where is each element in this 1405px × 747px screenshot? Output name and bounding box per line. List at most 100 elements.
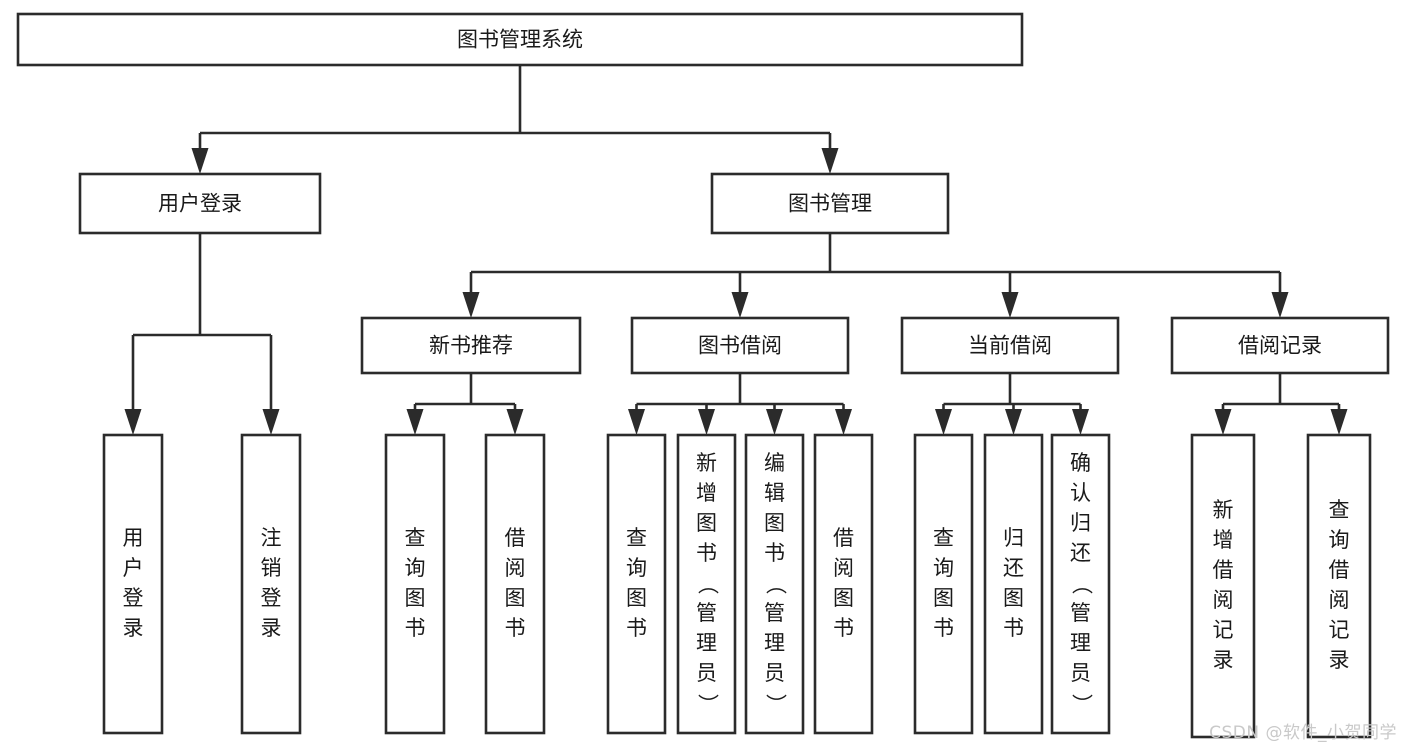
node-label-leaf-query-borrow-record-char-0: 查 (1329, 498, 1350, 522)
arrow-head-icon (1001, 292, 1019, 318)
node-label-leaf-query-book-3-char-2: 图 (933, 586, 954, 610)
node-label-leaf-add-book-admin-char-3: 书 (696, 541, 717, 565)
node-label-leaf-return-book-char-2: 图 (1003, 586, 1024, 610)
node-box-leaf-confirm-return-admin[interactable] (1050, 433, 1111, 735)
arrow-head-icon (124, 409, 142, 435)
node-label-leaf-confirm-return-admin-char-5: 管 (1070, 601, 1091, 625)
node-label-leaf-query-book-3-char-0: 查 (933, 526, 954, 550)
node-root[interactable]: 图书管理系统 (16, 12, 1024, 67)
node-box-leaf-borrow-book-1[interactable] (484, 433, 546, 735)
node-label-leaf-confirm-return-admin-char-6: 理 (1070, 631, 1091, 655)
node-label-leaf-user-login-char-1: 户 (123, 556, 144, 580)
node-label-leaf-add-borrow-record-char-4: 记 (1213, 618, 1234, 642)
node-label-current-borrow: 当前借阅 (968, 334, 1052, 358)
node-label-leaf-query-book-3-char-1: 询 (933, 556, 954, 580)
connector-group-new-book-recommend (406, 373, 524, 435)
node-label-leaf-borrow-book-1-char-2: 图 (505, 586, 526, 610)
node-label-leaf-user-login-char-3: 录 (123, 616, 144, 640)
node-box-user-login[interactable] (78, 172, 322, 235)
node-label-leaf-confirm-return-admin-char-3: 还 (1070, 541, 1091, 565)
node-current-borrow[interactable]: 当前借阅 (900, 316, 1120, 375)
node-label-leaf-add-book-admin-char-6: 理 (696, 631, 717, 655)
node-label-leaf-add-book-admin-char-4: （ (696, 574, 720, 595)
node-label-leaf-query-borrow-record-char-1: 询 (1329, 528, 1350, 552)
node-label-leaf-edit-book-admin-char-6: 理 (764, 631, 785, 655)
node-leaf-user-login[interactable]: 用户登录 (102, 433, 164, 735)
arrow-head-icon (1271, 292, 1289, 318)
node-user-login[interactable]: 用户登录 (78, 172, 322, 235)
node-label-leaf-logout-char-3: 录 (261, 616, 282, 640)
node-label-leaf-logout-char-2: 登 (261, 586, 282, 610)
node-label-leaf-query-book-2-char-1: 询 (626, 556, 647, 580)
node-box-root[interactable] (16, 12, 1024, 67)
node-label-leaf-edit-book-admin-char-4: （ (764, 574, 788, 595)
node-label-leaf-query-book-1-char-2: 图 (405, 586, 426, 610)
node-box-leaf-return-book[interactable] (983, 433, 1044, 735)
node-label-leaf-user-login-char-2: 登 (123, 586, 144, 610)
node-borrow-record[interactable]: 借阅记录 (1170, 316, 1390, 375)
arrow-head-icon (191, 148, 209, 174)
connector-layer (124, 65, 1348, 435)
node-label-leaf-add-book-admin-char-5: 管 (696, 601, 717, 625)
node-label-leaf-confirm-return-admin-char-0: 确 (1070, 451, 1091, 475)
node-box-book-manage[interactable] (710, 172, 950, 235)
node-label-leaf-add-borrow-record-char-0: 新 (1213, 498, 1234, 522)
node-label-leaf-add-borrow-record-char-2: 借 (1213, 558, 1234, 582)
arrow-head-icon (406, 409, 424, 435)
connector-group-book-borrow (628, 373, 852, 435)
node-box-leaf-query-book-3[interactable] (913, 433, 974, 735)
node-box-leaf-query-borrow-record[interactable] (1306, 433, 1372, 739)
node-label-leaf-logout-char-0: 注 (261, 526, 282, 550)
node-box-borrow-record[interactable] (1170, 316, 1390, 375)
node-label-leaf-borrow-book-2-char-1: 阅 (833, 556, 854, 580)
node-label-leaf-borrow-book-2-char-2: 图 (833, 586, 854, 610)
connector-group-current-borrow (935, 373, 1089, 435)
node-box-leaf-add-borrow-record[interactable] (1190, 433, 1256, 739)
node-label-leaf-query-book-2-char-2: 图 (626, 586, 647, 610)
node-new-book-recommend[interactable]: 新书推荐 (360, 316, 582, 375)
node-box-leaf-user-login[interactable] (102, 433, 164, 735)
arrow-head-icon (698, 409, 715, 435)
node-book-borrow[interactable]: 图书借阅 (630, 316, 850, 375)
node-label-leaf-confirm-return-admin-char-1: 认 (1070, 481, 1091, 505)
node-box-leaf-edit-book-admin[interactable] (744, 433, 805, 735)
node-label-leaf-add-borrow-record-char-1: 增 (1213, 528, 1234, 552)
node-box-book-borrow[interactable] (630, 316, 850, 375)
node-box-leaf-logout[interactable] (240, 433, 302, 735)
node-label-leaf-add-book-admin-char-2: 图 (696, 511, 717, 535)
node-box-leaf-query-book-1[interactable] (384, 433, 446, 735)
arrow-head-icon (1214, 409, 1232, 435)
node-label-leaf-query-borrow-record-char-3: 阅 (1329, 588, 1350, 612)
arrow-head-icon (835, 409, 852, 435)
node-label-leaf-query-book-3-char-3: 书 (933, 616, 954, 640)
node-box-leaf-add-book-admin[interactable] (676, 433, 737, 735)
node-box-current-borrow[interactable] (900, 316, 1120, 375)
node-label-leaf-borrow-book-1-char-3: 书 (505, 616, 526, 640)
node-box-leaf-query-book-2[interactable] (606, 433, 667, 735)
connector-group-book-manage (462, 233, 1289, 318)
node-label-leaf-add-borrow-record-char-5: 录 (1213, 648, 1234, 672)
node-box-leaf-borrow-book-2[interactable] (813, 433, 874, 735)
node-label-leaf-edit-book-admin-char-1: 辑 (764, 481, 785, 505)
node-book-manage[interactable]: 图书管理 (710, 172, 950, 235)
arrow-head-icon (766, 409, 783, 435)
arrow-head-icon (821, 148, 839, 174)
node-box-new-book-recommend[interactable] (360, 316, 582, 375)
node-label-leaf-edit-book-admin-char-8: ） (764, 694, 788, 715)
node-label-book-manage: 图书管理 (788, 192, 872, 216)
node-label-leaf-query-borrow-record-char-2: 借 (1329, 558, 1350, 582)
